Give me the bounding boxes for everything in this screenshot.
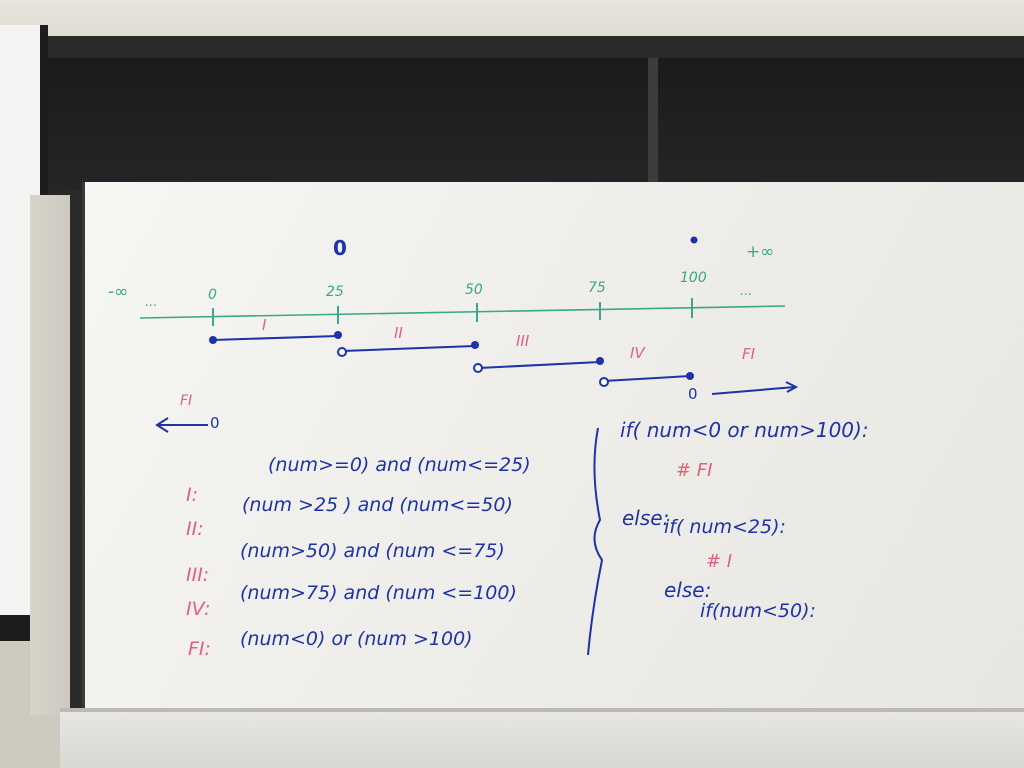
condition-text-IV: (num>75) and (num <=100) xyxy=(240,582,517,604)
board-rail xyxy=(20,36,1024,62)
arrow-left-head xyxy=(155,417,169,433)
tick-label-100: 100 xyxy=(680,270,707,286)
condition-text-I: (num>=0) and (num<=25) xyxy=(268,454,531,476)
left-arrow-origin: 0 xyxy=(210,414,220,432)
tick-label-0: 0 xyxy=(208,287,217,303)
dot-above-100 xyxy=(690,236,698,244)
closed-dot-100 xyxy=(686,372,694,380)
open-dot-75 xyxy=(599,377,609,387)
code-line-comment-FI: # FI xyxy=(676,460,713,481)
marker-tray-lip xyxy=(60,708,1024,714)
closed-dot-0 xyxy=(209,336,217,344)
marker-tray xyxy=(60,712,1024,768)
code-line-if-lt-25: if( num<25): xyxy=(664,516,786,538)
condition-label-FI: FI: xyxy=(188,638,211,660)
condition-text-FI: (num<0) or (num >100) xyxy=(240,628,473,650)
condition-text-III: (num>50) and (num <=75) xyxy=(240,540,505,562)
tick-label-25: 25 xyxy=(326,284,344,300)
right-arrow-origin: 0 xyxy=(688,385,698,403)
code-line-if-lt-50: if(num<50): xyxy=(700,600,816,622)
segment-label-FI-right: FI xyxy=(742,345,756,363)
tick-label-50: 50 xyxy=(465,282,483,298)
number-line xyxy=(139,305,786,319)
condition-label-I: I: xyxy=(186,484,199,506)
condition-label-II: II: xyxy=(186,518,204,540)
whiteboard xyxy=(82,182,1024,716)
segment-label-I: I xyxy=(262,316,267,334)
board-frame xyxy=(70,190,84,720)
segment-FI-right xyxy=(711,386,796,395)
segment-label-FI-left: FI xyxy=(180,393,193,409)
segment-I xyxy=(212,335,339,341)
pos-infinity-label: +∞ xyxy=(746,242,775,262)
left-ellipsis: ... xyxy=(145,295,158,310)
panel-divider xyxy=(648,58,658,254)
closed-dot-75 xyxy=(596,357,604,365)
open-dot-25 xyxy=(337,347,347,357)
closed-dot-50 xyxy=(471,341,479,349)
condition-label-III: III: xyxy=(186,564,210,586)
dark-upper-panel xyxy=(28,58,1024,254)
curly-brace xyxy=(587,427,604,656)
arrow-right-head xyxy=(785,381,799,393)
segment-IV xyxy=(603,375,691,382)
segment-III xyxy=(478,361,601,369)
code-line-comment-I: # I xyxy=(706,551,733,572)
segment-label-III: III xyxy=(516,332,530,350)
open-dot-50 xyxy=(473,363,483,373)
condition-label-IV: IV: xyxy=(186,598,211,620)
segment-label-IV: IV xyxy=(630,344,645,362)
neg-infinity-label: -∞ xyxy=(108,282,129,302)
marker-zero-above: 0 xyxy=(333,236,347,260)
segment-label-II: II xyxy=(394,324,403,342)
code-line-else-1: else: xyxy=(622,506,670,530)
code-line-if-outside: if( num<0 or num>100): xyxy=(620,418,869,442)
condition-text-II: (num >25 ) and (num<=50) xyxy=(242,494,513,516)
tick-label-75: 75 xyxy=(588,280,606,296)
segment-II xyxy=(342,345,476,352)
right-ellipsis: ... xyxy=(740,284,753,299)
code-line-else-2: else: xyxy=(664,578,712,602)
closed-dot-25 xyxy=(334,331,342,339)
